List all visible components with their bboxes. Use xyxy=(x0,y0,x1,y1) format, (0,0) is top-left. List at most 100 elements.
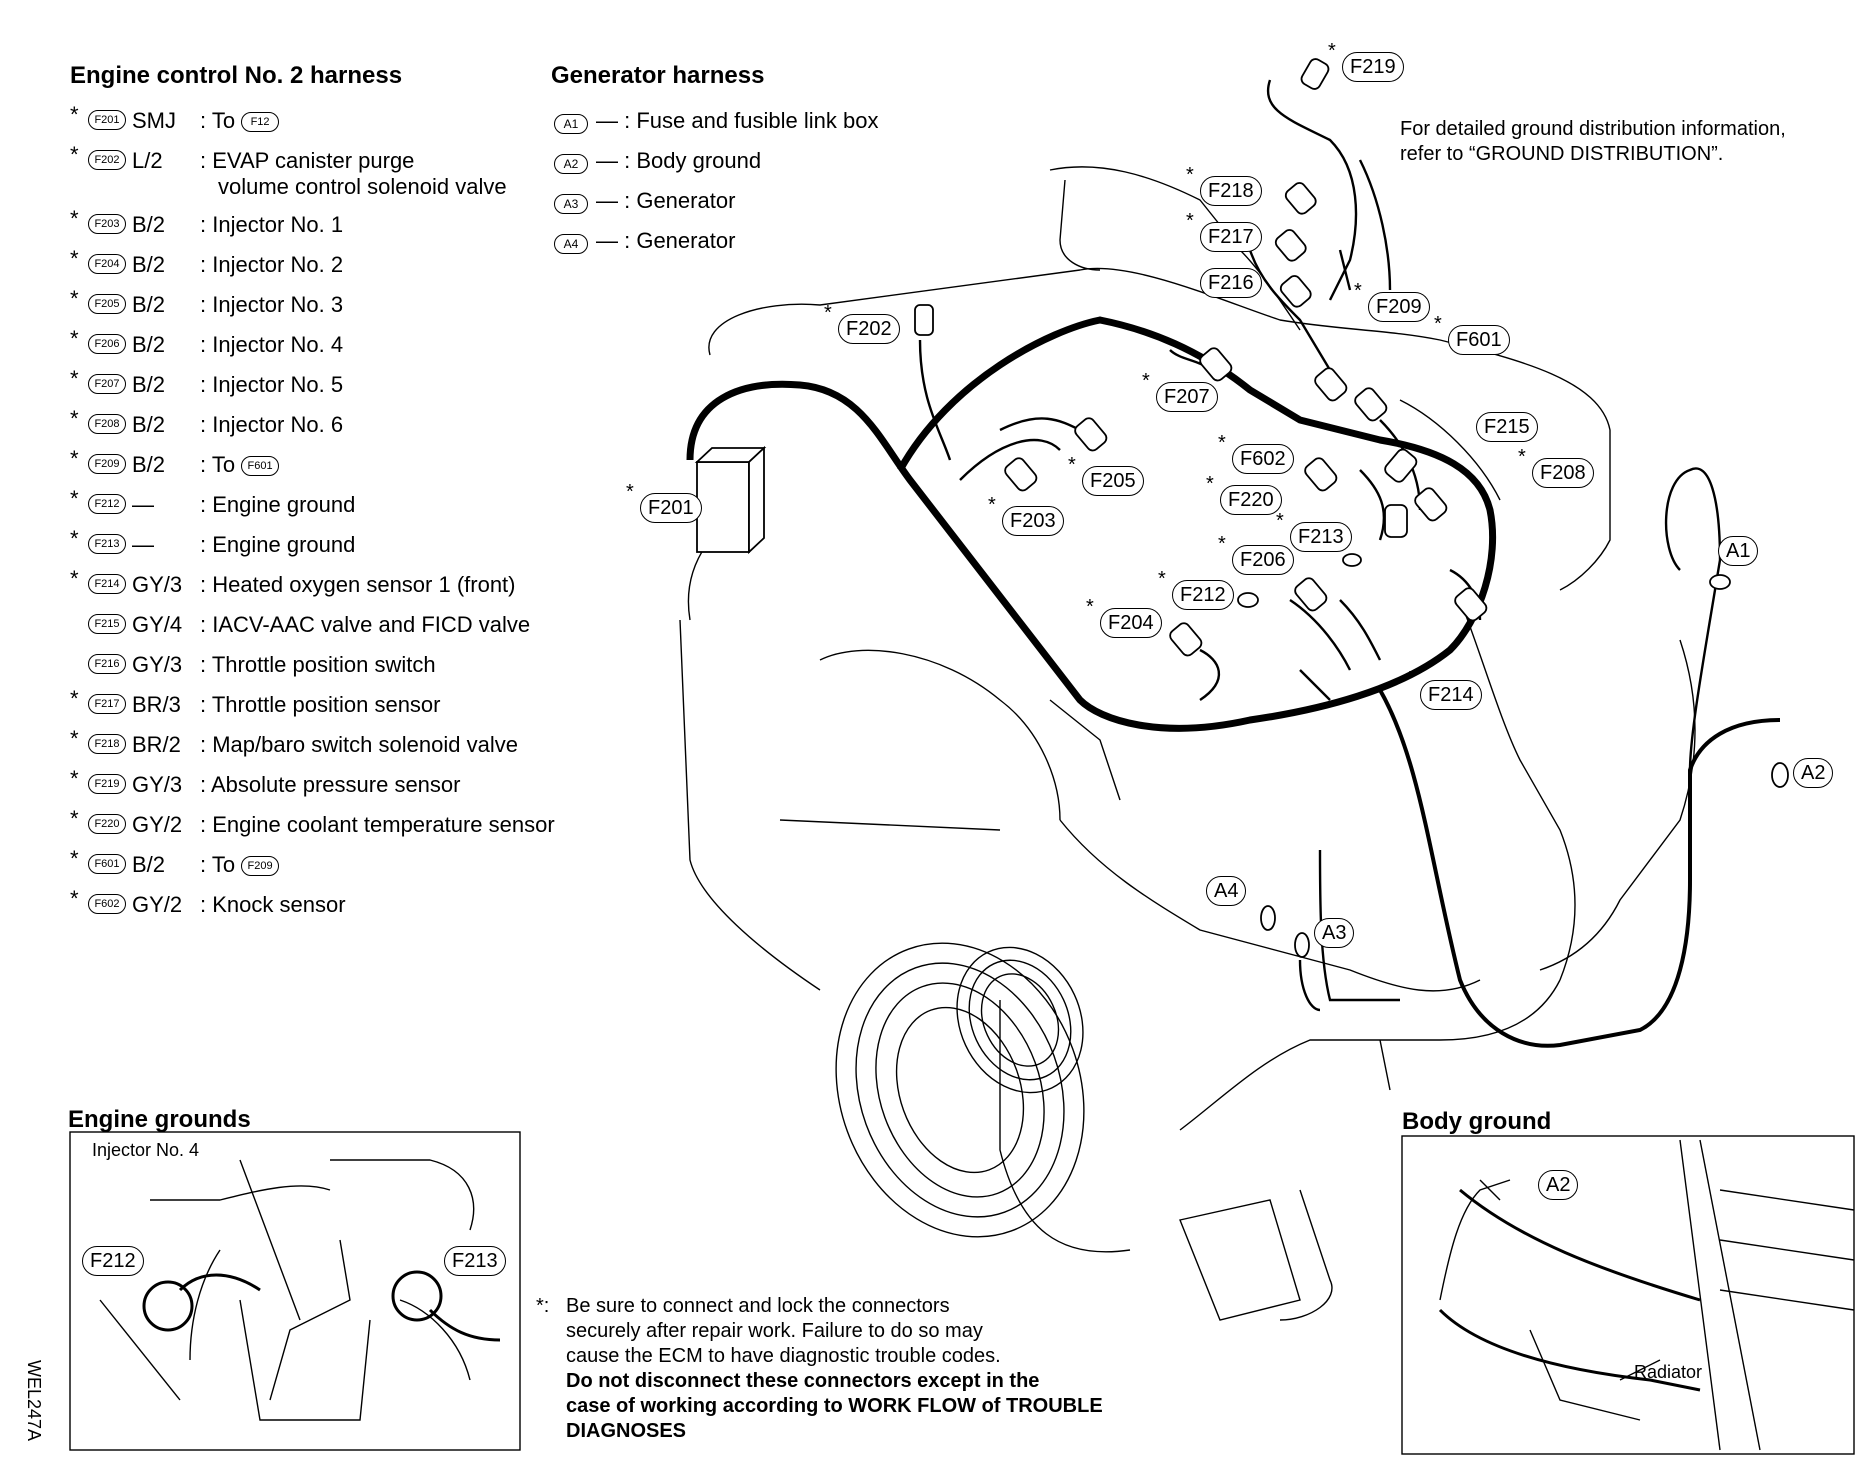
required-star: * xyxy=(70,806,79,831)
wire-code: — xyxy=(132,492,154,517)
description-text: : Knock sensor xyxy=(200,892,346,917)
description-text: : To xyxy=(200,108,236,133)
connector-pill: F219 xyxy=(88,774,126,794)
connector-description: : Engine ground xyxy=(200,492,355,518)
connector-pill: F214 xyxy=(88,574,126,594)
connector-description: : Engine ground xyxy=(200,532,355,558)
connector-label-f219: F219 xyxy=(1342,52,1404,82)
body-ground-inset xyxy=(1401,1135,1855,1455)
connector-label-f601: F601 xyxy=(1448,325,1510,355)
engine-harness-title: Engine control No. 2 harness xyxy=(70,62,403,89)
description-text: : Injector No. 6 xyxy=(200,412,344,437)
required-star: * xyxy=(70,526,79,551)
connector-description: : IACV-AAC valve and FICD valve xyxy=(200,612,530,638)
connector-description: : Injector No. 3 xyxy=(200,292,343,318)
description-text: : Throttle position switch xyxy=(200,652,436,677)
wire-code: B/2 xyxy=(132,292,166,317)
caution-line-2: securely after repair work. Failure to d… xyxy=(566,1320,983,1342)
caution-bold-3: DIAGNOSES xyxy=(566,1420,687,1442)
connector-pill: F208 xyxy=(88,414,126,434)
connector-pill: F206 xyxy=(88,334,126,354)
required-star: * xyxy=(70,726,79,751)
required-star: * xyxy=(70,102,79,127)
description-text: : To xyxy=(200,452,236,477)
connector-label-f216: F216 xyxy=(1200,268,1262,298)
required-star: * xyxy=(70,206,79,231)
ground-note-line-1: For detailed ground distribution informa… xyxy=(1400,118,1786,140)
connector-label-a2: A2 xyxy=(1793,758,1834,788)
generator-connector-pill: A3 xyxy=(554,194,588,214)
required-star: * xyxy=(1186,210,1194,232)
generator-row: A1— : Fuse and fusible link box xyxy=(554,108,878,134)
connector-description: : Injector No. 4 xyxy=(200,332,343,358)
inset-f212-label: F212 xyxy=(82,1246,144,1276)
description-text: : Injector No. 5 xyxy=(200,372,344,397)
target-connector-pill: F12 xyxy=(241,112,280,133)
connector-pill: F216 xyxy=(88,654,126,674)
connector-description: : Heated oxygen sensor 1 (front) xyxy=(200,572,516,598)
generator-connector-pill: A4 xyxy=(554,234,588,254)
description-text: : Heated oxygen sensor 1 (front) xyxy=(200,572,516,597)
required-star: * xyxy=(988,494,996,516)
engine-outline xyxy=(679,166,1696,1321)
required-star: * xyxy=(70,326,79,351)
required-star: * xyxy=(1086,596,1094,618)
description-text: : Absolute pressure sensor xyxy=(200,772,461,797)
description-text-line-2: volume control solenoid valve xyxy=(218,174,507,199)
connector-description: : Knock sensor xyxy=(200,892,346,918)
generator-row-text: — : Body ground xyxy=(596,148,762,173)
connector-label-f212: F212 xyxy=(1172,580,1234,610)
connector-label-f220: F220 xyxy=(1220,485,1282,515)
connector-pill: F212 xyxy=(88,494,126,514)
required-star: * xyxy=(1068,454,1076,476)
description-text: : Injector No. 1 xyxy=(200,212,344,237)
injector-no4-label: Injector No. 4 xyxy=(92,1140,200,1160)
generator-row: A3— : Generator xyxy=(554,188,735,214)
connector-label-f218: F218 xyxy=(1200,176,1262,206)
connector-description: : EVAP canister purge xyxy=(200,148,414,174)
wire-code: B/2 xyxy=(132,852,166,877)
required-star: * xyxy=(626,481,634,503)
generator-row-text: — : Fuse and fusible link box xyxy=(596,108,879,133)
connector-pill: F207 xyxy=(88,374,126,394)
connector-bodies xyxy=(694,58,1789,958)
required-star: * xyxy=(70,406,79,431)
caution-prefix: *: xyxy=(536,1295,550,1317)
wire-code: GY/3 xyxy=(132,772,183,797)
connector-description: : Injector No. 2 xyxy=(200,252,343,278)
connector-pill: F203 xyxy=(88,214,126,234)
wire-code: B/2 xyxy=(132,332,166,357)
description-text: : Engine ground xyxy=(200,492,356,517)
connector-label-f215: F215 xyxy=(1476,412,1538,442)
connector-label-f214: F214 xyxy=(1420,680,1482,710)
description-text: : To xyxy=(200,852,236,877)
target-connector-pill: F601 xyxy=(241,456,280,477)
wire-code: B/2 xyxy=(132,252,166,277)
connector-label-f202: F202 xyxy=(838,314,900,344)
connector-label-f209: F209 xyxy=(1368,292,1430,322)
required-star: * xyxy=(70,566,79,591)
required-star: * xyxy=(1406,668,1414,690)
wire-code: BR/3 xyxy=(132,692,181,717)
connector-label-f207: F207 xyxy=(1156,382,1218,412)
wire-code: B/2 xyxy=(132,412,166,437)
wire-code: B/2 xyxy=(132,212,166,237)
crank-pulley xyxy=(835,942,1301,1321)
required-star: * xyxy=(70,886,79,911)
wire-code: GY/3 xyxy=(132,572,183,597)
generator-connector-pill: A2 xyxy=(554,154,588,174)
connector-label-f201: F201 xyxy=(640,493,702,523)
figure-code: WEL247A xyxy=(24,1360,44,1442)
connector-label-f206: F206 xyxy=(1232,545,1294,575)
description-text: : Map/baro switch solenoid valve xyxy=(200,732,518,757)
required-star: * xyxy=(824,302,832,324)
engine-grounds-inset xyxy=(69,1131,521,1451)
connector-pill: F201 xyxy=(88,110,126,130)
caution-bold-1: Do not disconnect these connectors excep… xyxy=(566,1370,1040,1392)
required-star: * xyxy=(1518,446,1526,468)
connector-pill: F602 xyxy=(88,894,126,914)
connector-label-f203: F203 xyxy=(1002,506,1064,536)
